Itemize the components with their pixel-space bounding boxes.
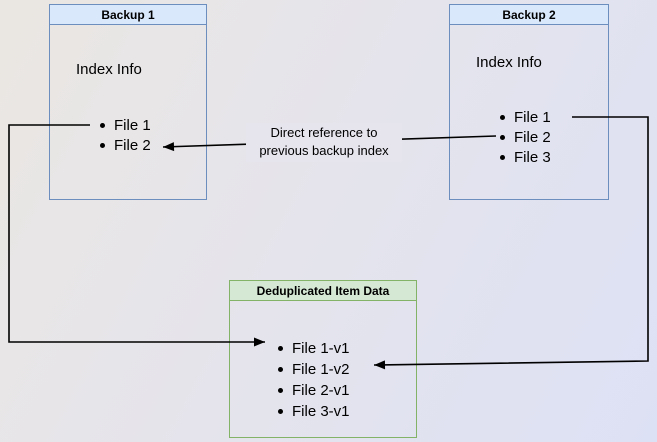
dedup-file-list: File 1-v1 File 1-v2 File 2-v1 File 3-v1 — [278, 338, 350, 422]
dedup-title: Deduplicated Item Data — [256, 283, 390, 298]
backup2-body-label: Index Info — [476, 54, 542, 71]
list-item: File 1 — [500, 107, 551, 127]
bullet-icon — [500, 154, 505, 160]
list-item-label: File 1-v1 — [292, 340, 350, 357]
bullet-icon — [278, 409, 283, 414]
bullet-icon — [100, 142, 105, 148]
edge-label-direct-reference: Direct reference to previous backup inde… — [246, 123, 402, 162]
bullet-icon — [500, 114, 505, 120]
list-item-label: File 3-v1 — [292, 403, 350, 420]
node-dedup: Deduplicated Item Data File 1-v1 File 1-… — [229, 280, 417, 438]
list-item-label: File 2-v1 — [292, 382, 350, 399]
list-item: File 1 — [100, 115, 151, 135]
list-item: File 1-v2 — [278, 359, 350, 380]
backup1-body-label: Index Info — [76, 61, 142, 78]
list-item: File 3 — [500, 147, 551, 167]
list-item: File 3-v1 — [278, 401, 350, 422]
list-item-label: File 1 — [514, 108, 551, 126]
list-item-label: File 1-v2 — [292, 361, 350, 378]
edge-label-line2: previous backup index — [259, 143, 389, 158]
backup2-file-list: File 1 File 2 File 3 — [500, 107, 551, 167]
backup1-header: Backup 1 — [50, 5, 206, 25]
bullet-icon — [278, 367, 283, 372]
list-item-label: File 2 — [514, 128, 551, 146]
list-item: File 2-v1 — [278, 380, 350, 401]
node-backup2: Backup 2 Index Info File 1 File 2 File 3 — [449, 4, 609, 200]
list-item-label: File 1 — [114, 116, 151, 134]
bullet-icon — [278, 346, 283, 351]
dedup-header: Deduplicated Item Data — [230, 281, 416, 301]
backup1-file-list: File 1 File 2 — [100, 115, 151, 155]
list-item: File 2 — [500, 127, 551, 147]
bullet-icon — [100, 122, 105, 128]
list-item-label: File 2 — [114, 136, 151, 154]
node-backup1: Backup 1 Index Info File 1 File 2 — [49, 4, 207, 200]
edge-label-line1: Direct reference to — [270, 125, 378, 140]
bullet-icon — [278, 388, 283, 393]
bullet-icon — [500, 134, 505, 140]
list-item: File 2 — [100, 135, 151, 155]
list-item-label: File 3 — [514, 148, 551, 166]
backup2-title: Backup 2 — [502, 7, 556, 22]
list-item: File 1-v1 — [278, 338, 350, 359]
backup2-header: Backup 2 — [450, 5, 608, 25]
backup1-title: Backup 1 — [101, 7, 155, 22]
